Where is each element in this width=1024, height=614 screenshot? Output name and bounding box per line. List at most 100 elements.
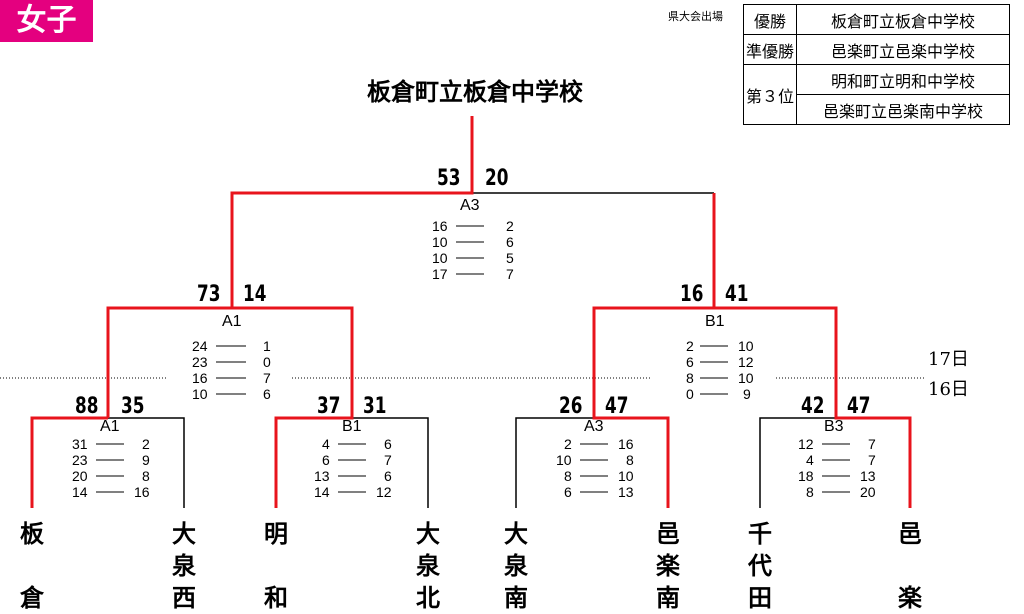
team-char: 北 xyxy=(416,584,440,612)
team-char: 邑 xyxy=(898,520,922,548)
period-score-right: 6 xyxy=(263,386,271,402)
bracket-line-winner xyxy=(106,116,474,418)
period-score-right: 10 xyxy=(738,338,754,354)
team-char xyxy=(261,550,291,582)
period-score-right: 10 xyxy=(738,370,754,386)
period-score-right: 2 xyxy=(506,218,514,234)
bracket-line-winner xyxy=(232,306,354,508)
team-char: 泉 xyxy=(172,552,196,580)
team-name: 大 泉 南 xyxy=(501,518,531,614)
team-char: 明 xyxy=(264,520,288,548)
period-score-right: 7 xyxy=(868,436,876,452)
rank-label: 準優勝 xyxy=(742,34,798,65)
category-badge: 女子 xyxy=(0,0,93,42)
period-score-right: 7 xyxy=(868,452,876,468)
team-char: 田 xyxy=(748,584,772,612)
match-score-left: 26 xyxy=(559,394,583,419)
period-score-right: 6 xyxy=(506,234,514,250)
match-score-right: 31 xyxy=(363,394,387,419)
results-table: 優勝 板倉町立板倉中学校 準優勝 邑楽町立邑楽中学校 第３位 明和町立明和中学校… xyxy=(742,4,1011,125)
team-char: 大 xyxy=(416,520,440,548)
team-char: 千 xyxy=(748,520,772,548)
period-score-left: 16 xyxy=(432,218,448,234)
period-score-left: 10 xyxy=(556,452,572,468)
team-char: 泉 xyxy=(504,552,528,580)
period-score-right: 16 xyxy=(134,484,150,500)
period-score-left: 14 xyxy=(72,484,88,500)
results-row-third: 第３位 明和町立明和中学校 xyxy=(742,64,1011,125)
period-score-right: 7 xyxy=(506,266,514,282)
period-score-left: 4 xyxy=(806,452,814,468)
period-score-left: 13 xyxy=(314,468,330,484)
team-char: 大 xyxy=(504,520,528,548)
match-score-left: 16 xyxy=(680,282,704,307)
period-score-right: 1 xyxy=(263,338,271,354)
period-score-right: 8 xyxy=(142,468,150,484)
match-code: B1 xyxy=(342,418,362,435)
match-score-right: 47 xyxy=(605,394,629,419)
period-score-right: 16 xyxy=(618,436,634,452)
match-score-right: 14 xyxy=(243,282,267,307)
team-name: 明 和 xyxy=(261,518,291,614)
period-score-right: 7 xyxy=(384,452,392,468)
team-name: 千 代 田 xyxy=(745,518,775,614)
period-score-left: 18 xyxy=(798,468,814,484)
period-score-left: 12 xyxy=(798,436,814,452)
rank-label: 優勝 xyxy=(742,4,798,35)
match-code: A1 xyxy=(222,313,242,330)
period-score-right: 13 xyxy=(618,484,634,500)
team-char: 倉 xyxy=(20,584,44,612)
period-score-left: 17 xyxy=(432,266,448,282)
team-name: 邑 楽 xyxy=(895,518,925,614)
team-char: 和 xyxy=(264,584,288,612)
bracket-line-loser xyxy=(759,417,836,508)
period-score-right: 10 xyxy=(618,468,634,484)
period-score-left: 2 xyxy=(686,338,694,354)
match-score-left: 42 xyxy=(801,394,825,419)
period-score-left: 10 xyxy=(432,234,448,250)
match-code: A3 xyxy=(584,418,604,435)
results-row-third-2: 邑楽町立邑楽南中学校 xyxy=(744,94,1011,125)
team-char: 南 xyxy=(504,584,528,612)
period-score-left: 10 xyxy=(432,250,448,266)
match-score-right: 35 xyxy=(121,394,145,419)
bracket-line-winner xyxy=(30,416,108,508)
period-score-right: 12 xyxy=(738,354,754,370)
team-char: 邑 xyxy=(656,520,680,548)
period-score-right: 9 xyxy=(743,386,751,402)
period-score-right: 12 xyxy=(376,484,392,500)
team-name: 大 泉 北 xyxy=(413,518,443,614)
team-name: 板 倉 xyxy=(17,518,47,614)
match-code: A1 xyxy=(100,418,120,435)
match-score-left: 37 xyxy=(317,394,341,419)
bracket-line-loser xyxy=(108,417,185,508)
bracket-line-winner xyxy=(592,306,714,508)
team-char: 楽 xyxy=(898,584,922,612)
match-code: B3 xyxy=(824,418,844,435)
school-name: 邑楽町立邑楽南中学校 xyxy=(796,94,1011,125)
period-score-left: 10 xyxy=(192,386,208,402)
team-name: 邑 楽 南 xyxy=(653,518,683,614)
period-score-left: 20 xyxy=(72,468,88,484)
period-score-left: 6 xyxy=(686,354,694,370)
period-score-right: 2 xyxy=(142,436,150,452)
bracket-line-loser xyxy=(352,417,429,508)
team-char: 楽 xyxy=(656,552,680,580)
period-score-right: 7 xyxy=(263,370,271,386)
period-score-right: 13 xyxy=(860,468,876,484)
team-char: 泉 xyxy=(416,552,440,580)
team-char: 代 xyxy=(748,552,772,580)
team-char xyxy=(895,550,925,582)
period-score-right: 5 xyxy=(506,250,514,266)
match-score-left: 73 xyxy=(197,282,221,307)
match-score-left: 53 xyxy=(437,166,461,191)
team-char: 西 xyxy=(172,584,196,612)
period-score-left: 8 xyxy=(806,484,814,500)
day-label-upper: 17日 xyxy=(928,349,969,370)
match-score-left: 88 xyxy=(75,394,99,419)
results-row-runner-up: 準優勝 邑楽町立邑楽中学校 xyxy=(742,34,1011,65)
school-name: 明和町立明和中学校 xyxy=(796,64,1011,95)
period-score-left: 4 xyxy=(322,436,330,452)
match-code: A3 xyxy=(460,197,480,214)
